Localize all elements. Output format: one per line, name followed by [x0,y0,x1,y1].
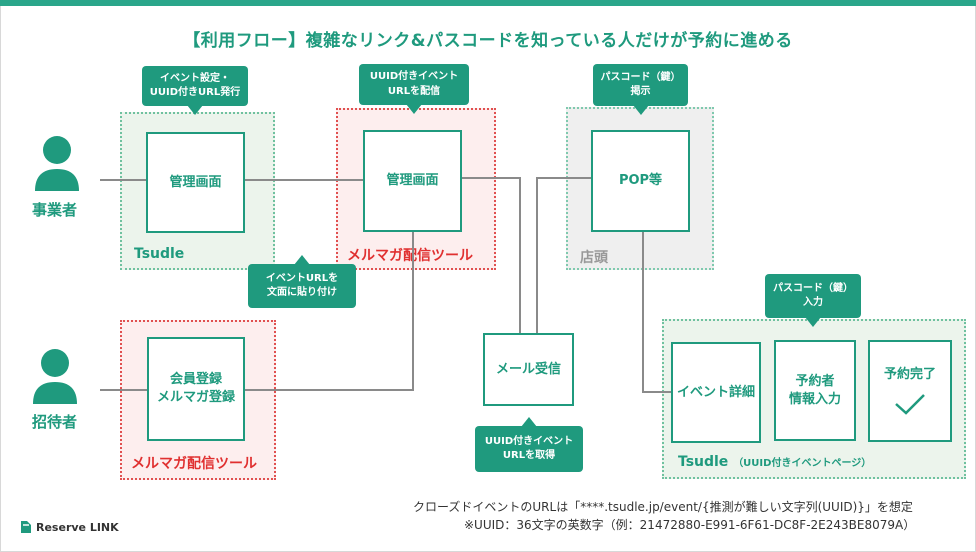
reserve-link-logo-text: Reserve LINK [36,520,119,534]
operator-label: 事業者 [32,201,78,219]
callout-post-passcode-line2: 掲示 [630,86,651,97]
callout-get-url-line2: URLを取得 [502,450,556,461]
footnote-uuid: ※UUID：36文字の英数字（例：21472880-E991-6F61-DC8F… [464,518,916,532]
booker-info-box: 予約者 情報入力 [774,340,856,441]
region-label-store: 店頭 [580,250,608,266]
operator-person-icon [35,136,79,191]
admin-screen-tsudle: 管理画面 [146,132,245,233]
callout-enter-passcode-line1: パスコード（鍵） [773,282,853,294]
invitee-person-icon [33,349,77,404]
tsudle-bottom-note: （UUID付きイベントページ） [733,458,872,469]
callout-paste-url-line1: イベントURLを [265,272,339,284]
invitee-label: 招待者 [32,413,78,431]
region-label-mailmag-top: メルマガ配信ツール [347,248,473,264]
callout-deliver-url-line2: URLを配信 [387,85,441,97]
checkmark-icon [895,393,925,415]
region-label-tsudle-bottom: Tsudle （UUID付きイベントページ） [678,454,871,470]
callout-enter-passcode: パスコード（鍵） 入力 [765,274,861,327]
booker-info-line1: 予約者 [795,373,835,389]
callout-post-passcode: パスコード（鍵） 掲示 [593,64,688,115]
line-register-admin2 [245,232,414,391]
register-box: 会員登録 メルマガ登録 [147,337,245,441]
footnote-url-format: クローズドイベントのURLは「****.tsudle.jp/event/{推測が… [413,500,913,514]
region-label-mailmag-bottom: メルマガ配信ツール [131,456,257,472]
callout-deliver-url: UUID付きイベント URLを配信 [359,64,469,114]
callout-get-url-line1: UUID付きイベント [484,435,574,447]
callout-get-url: UUID付きイベント URLを取得 [475,417,583,472]
tsudle-bottom-name: Tsudle [678,454,729,470]
callout-deliver-url-line1: UUID付きイベント [369,71,459,82]
callout-pointer [406,104,422,114]
reserve-link-logo: Reserve LINK [20,520,119,534]
admin-screen-mailmag: 管理画面 [363,130,462,232]
mail-receive-box: メール受信 [483,333,574,406]
callout-paste-url-line2: 文面に貼り付け [267,287,337,298]
line-mail-pop [536,177,591,333]
callout-pointer [521,417,537,427]
callout-pointer [632,105,649,115]
callout-enter-passcode-line2: 入力 [803,297,823,308]
callout-event-setup-line1: イベント設定・ [160,72,230,84]
region-label-tsudle-top: Tsudle [134,246,185,262]
callout-pointer [805,317,821,327]
line-pop-event [642,232,671,393]
page-title: 【利用フロー】複雑なリンク&パスコードを知っている人だけが予約に進める [183,31,793,51]
callout-pointer [294,255,310,265]
callout-event-setup: イベント設定・ UUID付きURL発行 [142,66,248,115]
pop-box: POP等 [591,130,690,232]
booking-complete-box: 予約完了 [868,340,952,442]
line-admin2-mail [462,177,521,333]
callout-post-passcode-line1: パスコード（鍵） [600,71,681,83]
reserve-link-logo-icon [21,521,31,533]
event-detail-box: イベント詳細 [671,342,761,443]
callout-pointer [187,105,203,115]
booker-info-line2: 情報入力 [788,391,841,407]
callout-paste-url: イベントURLを 文面に貼り付け [248,255,356,308]
top-accent-bar [0,0,976,6]
booking-complete-label: 予約完了 [883,367,936,382]
callout-event-setup-line2: UUID付きURL発行 [149,87,241,98]
